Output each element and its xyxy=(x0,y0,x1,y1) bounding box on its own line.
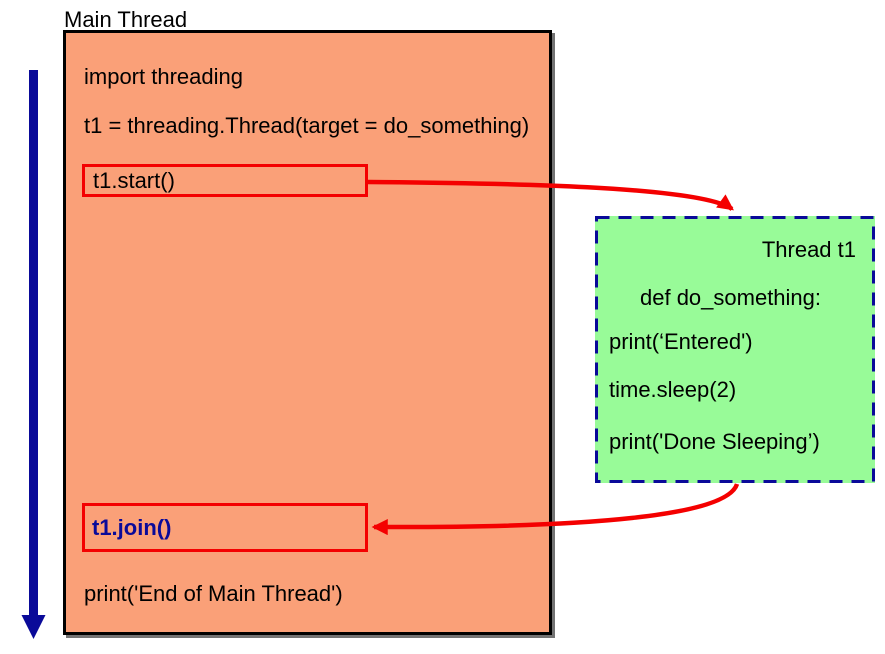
join-call-highlight-box: t1.join() xyxy=(82,503,368,552)
code-import-threading: import threading xyxy=(84,64,243,89)
code-t1-join: t1.join() xyxy=(92,514,172,540)
main-thread-title: Main Thread xyxy=(64,7,188,32)
code-create-thread: t1 = threading.Thread(target = do_someth… xyxy=(84,113,530,138)
code-def-do-something: def do_something: xyxy=(640,285,822,310)
code-t1-start: t1.start() xyxy=(93,167,175,193)
code-print-entered: print(‘Entered') xyxy=(609,329,753,354)
thread-t1-title: Thread t1 xyxy=(761,237,856,262)
start-call-highlight-box: t1.start() xyxy=(82,164,368,197)
code-print-end-main: print('End of Main Thread') xyxy=(84,581,343,606)
thread-t1-box: Thread t1 def do_something: print(‘Enter… xyxy=(595,216,875,483)
code-print-done-sleeping: print('Done Sleeping’) xyxy=(609,429,820,454)
code-time-sleep: time.sleep(2) xyxy=(609,377,737,402)
main-timeline-arrowhead-icon xyxy=(21,615,46,639)
main-thread-box: import threading t1 = threading.Thread(t… xyxy=(63,30,552,635)
